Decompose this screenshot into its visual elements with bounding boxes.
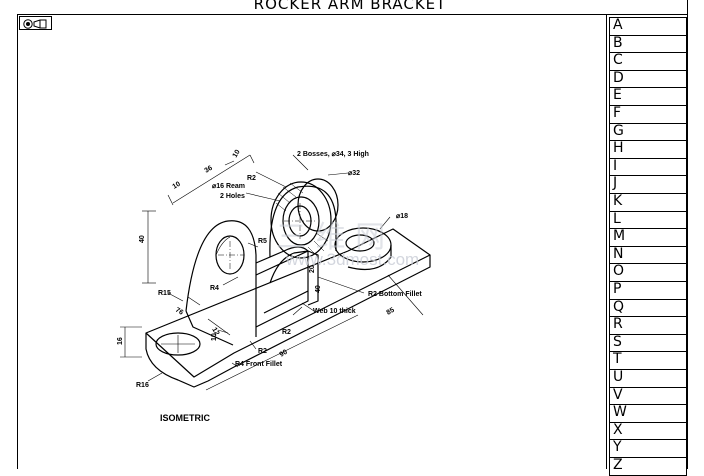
zone-letter-l: L — [609, 210, 687, 230]
callout-holes: 2 Holes — [220, 193, 245, 200]
dim-36: 36 — [204, 165, 214, 175]
callout-bottom-fillet: R2 Bottom Fillet — [368, 291, 422, 298]
zone-letter-w: W — [609, 404, 687, 423]
dim-16: 16 — [117, 337, 124, 345]
callout-bosses: 2 Bosses, ⌀34, 3 High — [297, 151, 369, 158]
dim-10-left: 10 — [172, 181, 182, 191]
callout-web: Web 10 thick — [313, 308, 356, 315]
isometric-drawing: 三 维 网 www.3dmost.com 10 36 10 40 16 12 1… — [117, 149, 431, 423]
zone-letter-a: A — [609, 17, 687, 36]
zone-letter-t: T — [609, 351, 687, 370]
zone-letter-s: S — [609, 333, 687, 353]
zone-letter-v: V — [609, 386, 687, 406]
watermark-cn: 三 维 网 — [276, 220, 385, 255]
zone-letter-z: Z — [609, 457, 687, 476]
callout-r16: R16 — [136, 382, 149, 389]
watermark-url: www.3dmost.com — [285, 250, 419, 269]
view-label: ISOMETRIC — [160, 413, 211, 423]
zone-letter-h: H — [609, 140, 687, 159]
dim-20: 20 — [309, 265, 316, 273]
zone-letter-c: C — [609, 52, 687, 71]
callout-front-fillet: R4 Front Fillet — [235, 361, 283, 368]
dim-90: 90 — [279, 349, 289, 359]
zone-letter-o: O — [609, 263, 687, 282]
top-boss-inner — [282, 196, 320, 246]
third-angle-projection-icon — [19, 16, 52, 30]
dim-12: 12 — [210, 327, 220, 337]
zone-letter-g: G — [609, 122, 687, 142]
zone-letter-p: P — [609, 281, 687, 300]
base-hole-right — [345, 234, 375, 252]
callout-r2-base: R2 — [258, 348, 267, 355]
callout-r4: R4 — [210, 285, 219, 292]
callout-r5: R5 — [258, 238, 267, 245]
callout-r2-top: R2 — [247, 175, 256, 182]
zone-letter-j: J — [609, 175, 687, 194]
callout-dia32: ⌀32 — [348, 170, 360, 177]
zone-letter-n: N — [609, 245, 687, 265]
zone-letter-r: R — [609, 316, 687, 335]
rear-boss-outer — [297, 178, 339, 232]
zone-letter-m: M — [609, 228, 687, 247]
sheet-border-right — [687, 0, 688, 469]
zone-letter-f: F — [609, 105, 687, 124]
isometric-drawing-area: 三 维 网 www.3dmost.com 10 36 10 40 16 12 1… — [18, 15, 606, 469]
callout-dia18: ⌀18 — [396, 213, 408, 220]
dim-76: 76 — [174, 307, 184, 317]
zone-letter-q: Q — [609, 298, 687, 318]
zone-letter-u: U — [609, 369, 687, 388]
zone-letter-x: X — [609, 421, 687, 441]
web-rib — [255, 250, 309, 328]
top-boss-outer — [270, 181, 332, 259]
callout-r2-web: R2 — [282, 329, 291, 336]
zone-letter-y: Y — [609, 439, 687, 458]
callout-r15: R15 — [158, 290, 171, 297]
dim-40-web: 40 — [315, 285, 322, 293]
base-plate-front-edge — [145, 255, 431, 388]
zone-letter-b: B — [609, 34, 687, 54]
drawing-title: ROCKER ARM BRACKET — [253, 0, 447, 13]
zone-letter-i: I — [609, 157, 687, 177]
dim-85: 85 — [386, 307, 396, 317]
sheet-border-top — [17, 14, 688, 15]
callout-ream: ⌀16 Ream — [212, 183, 245, 190]
zone-letter-e: E — [609, 87, 687, 106]
dim-10-top: 10 — [232, 149, 242, 159]
zone-letter-d: D — [609, 69, 687, 89]
sheet-border-left — [17, 14, 18, 469]
zone-letter-k: K — [609, 193, 687, 212]
dim-40: 40 — [139, 235, 146, 243]
base-hole-left — [155, 332, 201, 356]
dim-10-mid: 10 — [211, 333, 218, 341]
left-upright — [185, 220, 257, 337]
